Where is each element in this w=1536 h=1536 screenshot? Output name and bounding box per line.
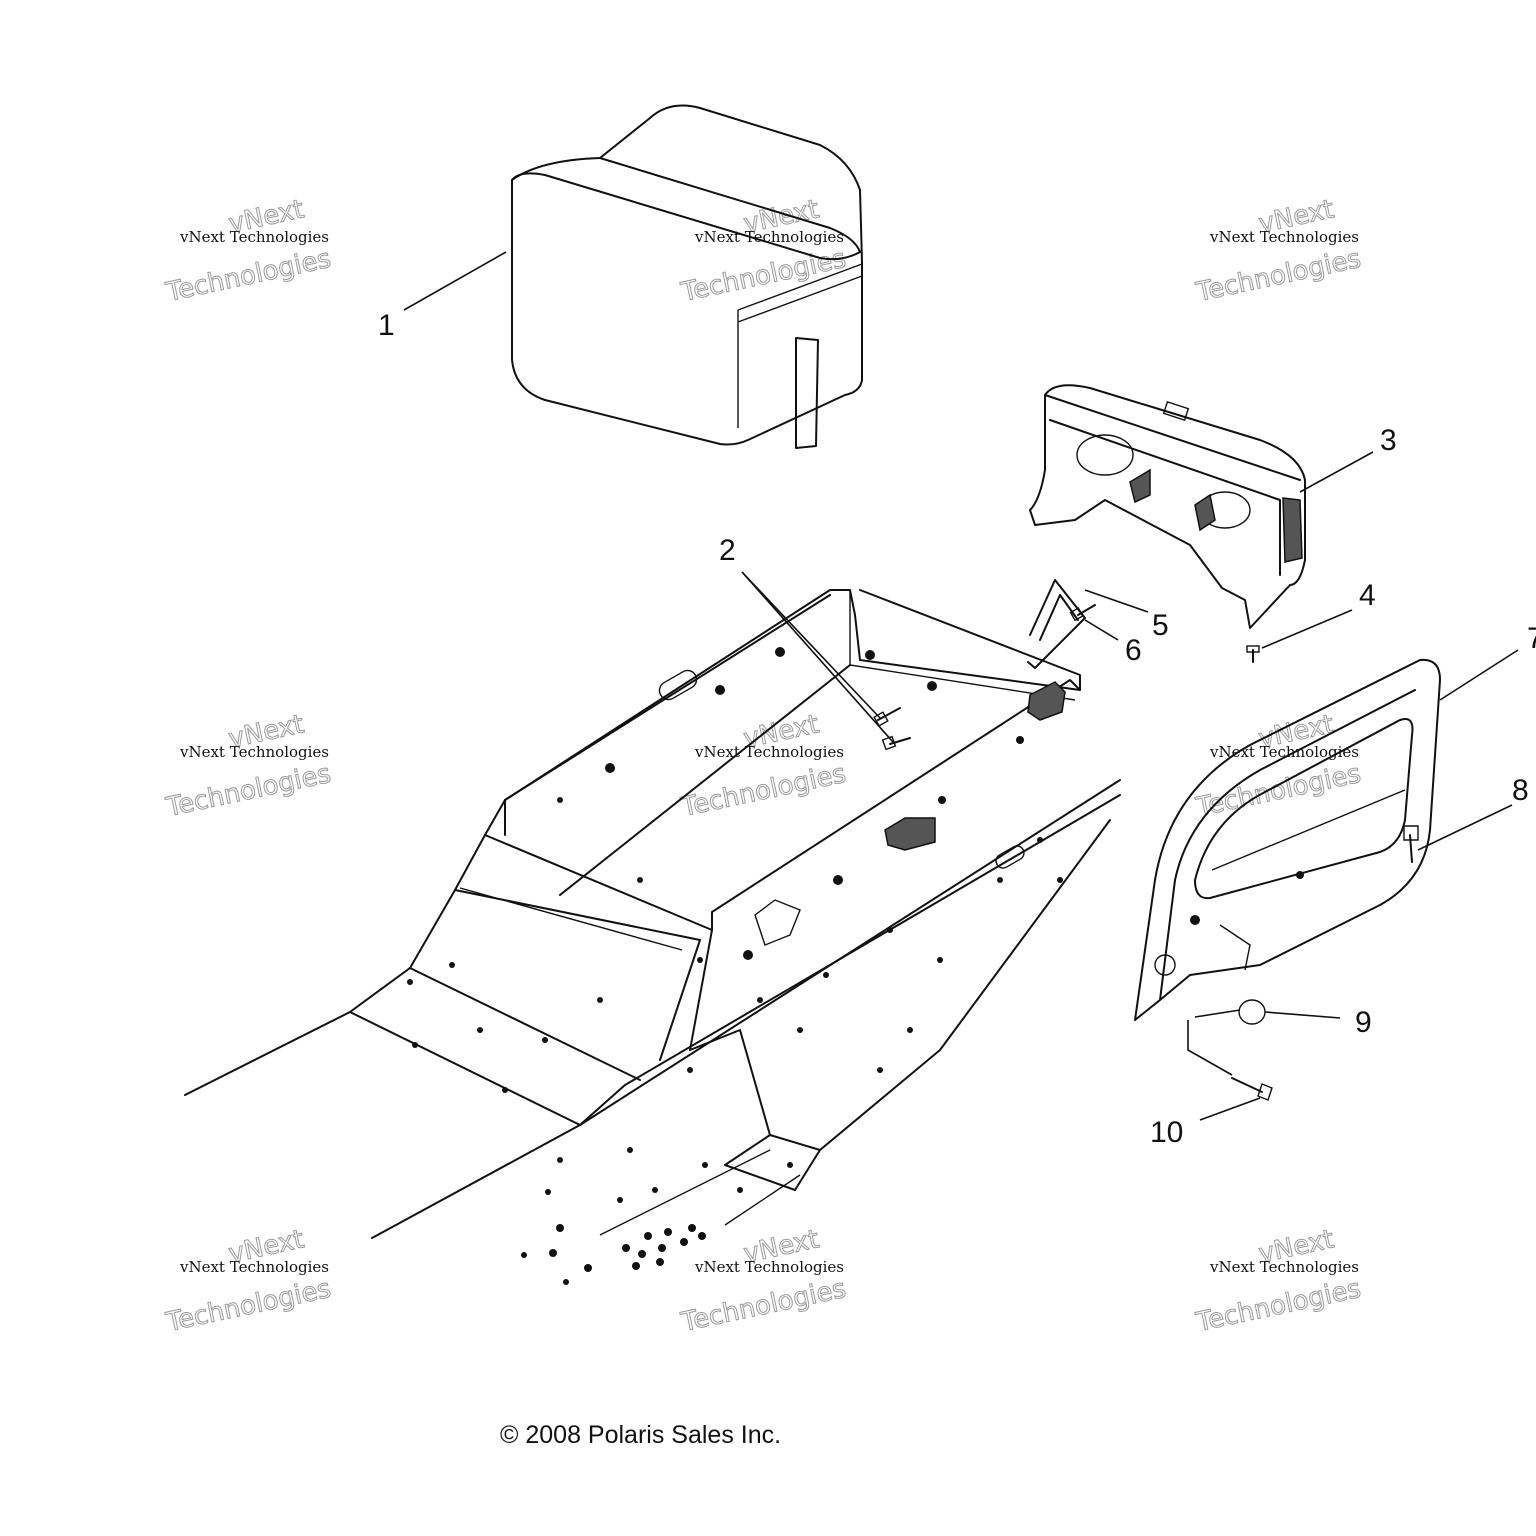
watermark-large-bottom: Technologies	[1193, 244, 1364, 308]
watermark-small: vNext Technologies	[694, 1258, 844, 1276]
watermark-large-bottom: Technologies	[163, 1274, 334, 1338]
watermark-small: vNext Technologies	[179, 1258, 329, 1276]
watermark-small: vNext Technologies	[694, 743, 844, 761]
part-rivet-8	[1403, 825, 1419, 863]
part-screw-6	[1069, 604, 1096, 622]
callout-4: 4	[1359, 579, 1376, 612]
watermark-large-bottom: Technologies	[678, 244, 849, 308]
leader-lines	[403, 251, 1519, 1121]
watermark-small: vNext Technologies	[1209, 1258, 1359, 1276]
callout-1: 1	[378, 309, 395, 342]
watermark-large-bottom: Technologies	[163, 244, 334, 308]
part-bolt-10	[1231, 1077, 1273, 1101]
part-bracket	[1027, 579, 1086, 669]
watermark-3: vNext vNext Technologies Technologies	[1192, 194, 1364, 309]
callout-9: 9	[1355, 1006, 1372, 1039]
part-tunnel	[184, 589, 1121, 1285]
part-fastener-4	[1246, 645, 1260, 663]
watermark-5: vNext vNext Technologies Technologies	[677, 709, 849, 824]
callout-10: 10	[1150, 1116, 1183, 1149]
callout-5: 5	[1152, 609, 1169, 642]
part-plug-9	[1238, 999, 1266, 1025]
watermark-1: vNext vNext Technologies Technologies	[162, 194, 334, 309]
watermark-group: vNext vNext Technologies Technologies vN…	[162, 194, 1364, 1339]
watermark-7: vNext vNext Technologies Technologies	[162, 1224, 334, 1339]
tunnel-holes	[407, 647, 1063, 1285]
part-tail-lens	[1134, 658, 1441, 1021]
watermark-small: vNext Technologies	[1209, 228, 1359, 246]
part-bolts	[873, 707, 911, 751]
part-tail-housing	[1029, 384, 1306, 629]
watermark-large-bottom: Technologies	[1193, 759, 1364, 823]
callout-2: 2	[719, 534, 736, 567]
watermark-9: vNext vNext Technologies Technologies	[1192, 1224, 1364, 1339]
watermark-large-bottom: Technologies	[678, 1274, 849, 1338]
copyright-text: © 2008 Polaris Sales Inc.	[500, 1421, 781, 1449]
watermark-large-bottom: Technologies	[1193, 1274, 1364, 1338]
watermark-small: vNext Technologies	[694, 228, 844, 246]
callout-6: 6	[1125, 634, 1142, 667]
part-seat	[511, 104, 863, 449]
watermark-4: vNext vNext Technologies Technologies	[162, 709, 334, 824]
callout-numbers: 1 2 3 4 5 6 7 8 9 10	[378, 309, 1536, 1149]
callout-7: 7	[1527, 622, 1536, 655]
watermark-large-bottom: Technologies	[163, 759, 334, 823]
watermark-large-bottom: Technologies	[678, 759, 849, 823]
watermark-8: vNext vNext Technologies Technologies	[677, 1224, 849, 1339]
watermark-small: vNext Technologies	[179, 228, 329, 246]
watermark-small: vNext Technologies	[179, 743, 329, 761]
callout-8: 8	[1512, 774, 1529, 807]
callout-3: 3	[1380, 424, 1397, 457]
